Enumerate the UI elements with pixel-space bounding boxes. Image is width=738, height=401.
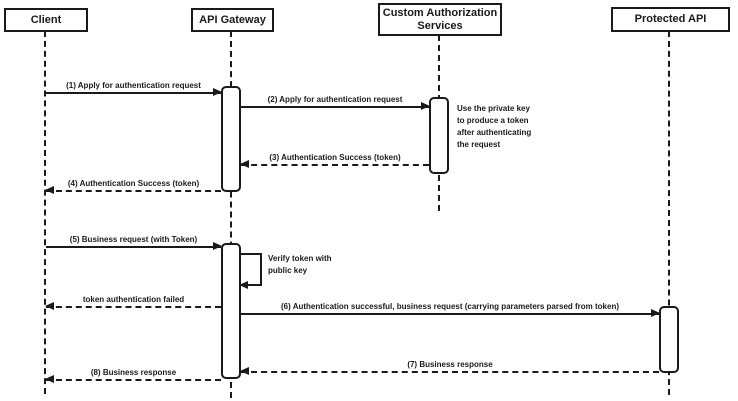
message-7-label: (7) Business response	[407, 360, 493, 369]
activation-api-gateway-2	[221, 243, 241, 379]
message-1-line	[46, 92, 221, 94]
self-message-label: Verify token with public key	[268, 254, 332, 275]
actor-custom-authorization-services-label: Custom Authorization Services	[382, 6, 498, 32]
message-4-label: (4) Authentication Success (token)	[67, 179, 200, 188]
activation-protected-api	[659, 306, 679, 373]
actor-protected-api: Protected API	[611, 7, 730, 32]
arrowhead-left	[45, 186, 54, 194]
arrowhead-left	[239, 281, 248, 289]
message-7-line	[241, 371, 659, 373]
arrowhead-right	[421, 102, 430, 110]
activation-api-gateway-1	[221, 86, 241, 192]
message-token-failed-label: token authentication failed	[82, 295, 185, 304]
arrowhead-left	[240, 160, 249, 168]
message-5-label: (5) Business request (with Token)	[69, 235, 198, 244]
arrowhead-right	[213, 88, 222, 96]
arrowhead-left	[45, 375, 54, 383]
self-message-loop	[239, 253, 262, 289]
actor-api-gateway: API Gateway	[191, 8, 274, 32]
message-5-line	[46, 246, 221, 248]
message-3-label: (3) Authentication Success (token)	[269, 153, 401, 162]
message-8-label: (8) Business response	[90, 368, 177, 377]
arrowhead-left	[240, 367, 249, 375]
actor-api-gateway-label: API Gateway	[199, 13, 266, 26]
arrowhead-left	[45, 302, 54, 310]
activation-custom-authorization-services	[429, 97, 449, 174]
actor-client: Client	[4, 8, 88, 32]
message-6-label: (6) Authentication successful, business …	[280, 302, 620, 311]
message-6-line	[241, 313, 659, 315]
message-2-label: (2) Apply for authentication request	[267, 95, 403, 104]
message-3-line	[241, 164, 429, 166]
message-token-failed-line	[46, 306, 221, 308]
lifeline-protected-api	[668, 31, 670, 395]
arrowhead-right	[651, 309, 660, 317]
note-private-key: Use the private key to produce a token a…	[457, 104, 532, 149]
arrowhead-right	[213, 242, 222, 250]
lifeline-api-gateway	[230, 31, 232, 398]
actor-protected-api-label: Protected API	[634, 13, 707, 25]
actor-client-label: Client	[30, 13, 62, 26]
actor-custom-authorization-services: Custom Authorization Services	[378, 3, 502, 36]
lifeline-client	[44, 31, 46, 394]
message-2-line	[241, 106, 429, 108]
message-8-line	[46, 379, 221, 381]
message-4-line	[46, 190, 221, 192]
message-1-label: (1) Apply for authentication request	[66, 81, 201, 90]
